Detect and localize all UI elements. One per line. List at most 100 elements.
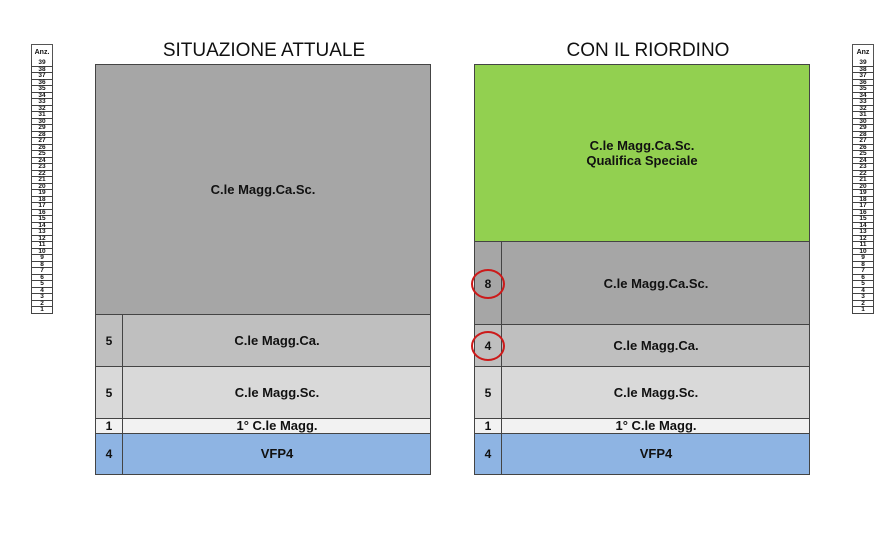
right-scale-cell: 27 — [852, 137, 874, 145]
left-scale-cell: 16 — [31, 209, 53, 216]
left-first-num: 1 — [105, 419, 113, 433]
right-casc-highlight-circle — [471, 269, 505, 299]
right-scale-cell: 29 — [852, 124, 874, 132]
right-scale-cell: 8 — [852, 261, 874, 268]
left-scale-cell: 22 — [31, 170, 53, 177]
right-scale-cell: 6 — [852, 274, 874, 281]
right-scale-cell: 25 — [852, 150, 874, 158]
left-scale-cell: 5 — [31, 280, 53, 288]
right-scale-cell: 15 — [852, 215, 874, 223]
left-scale-cell: 20 — [31, 183, 53, 190]
left-sc-label: C.le Magg.Sc. — [234, 385, 320, 400]
right-scale-cell: 28 — [852, 131, 874, 138]
left-scale-cell: 15 — [31, 215, 53, 223]
right-scale-cell: 11 — [852, 241, 874, 249]
left-ca-label: C.le Magg.Ca. — [234, 333, 320, 348]
left-scale-cell: 30 — [31, 118, 53, 125]
left-scale-cell: 27 — [31, 137, 53, 145]
left-scale-cell: 26 — [31, 144, 53, 151]
left-ca-num: 5 — [105, 334, 113, 348]
right-scale-cell: 18 — [852, 196, 874, 203]
right-scale-cell: 24 — [852, 157, 874, 164]
left-scale-cell: 2 — [31, 300, 53, 307]
right-scale-cell: 4 — [852, 287, 874, 294]
right-vfp-label: VFP4 — [639, 446, 673, 461]
right-scale-cell: 7 — [852, 267, 874, 275]
right-sc-block — [474, 366, 810, 419]
right-first-label: 1° C.le Magg. — [615, 418, 697, 433]
right-scale-header: Anz — [852, 44, 874, 60]
left-scale-cell: 1 — [31, 306, 53, 314]
left-scale-cell: 9 — [31, 254, 53, 262]
left-sc-num: 5 — [105, 386, 113, 400]
right-scale-cell: 5 — [852, 280, 874, 288]
left-ca-divider — [95, 314, 123, 367]
left-scale-cell: 10 — [31, 248, 53, 255]
right-qualifica-line2: Qualifica Speciale — [586, 153, 698, 168]
right-scale-cell: 22 — [852, 170, 874, 177]
left-scale-cell: 31 — [31, 111, 53, 119]
left-scale-cell: 13 — [31, 228, 53, 236]
right-title: CON IL RIORDINO — [566, 40, 730, 61]
left-scale-cell: 33 — [31, 98, 53, 106]
right-scale-cell: 32 — [852, 105, 874, 112]
left-scale-cell: 37 — [31, 72, 53, 80]
left-scale-cell: 6 — [31, 274, 53, 281]
right-scale-cell: 20 — [852, 183, 874, 190]
right-sc-label: C.le Magg.Sc. — [613, 385, 699, 400]
left-vfp-num: 4 — [105, 447, 113, 461]
left-casc-label: C.le Magg.Ca.Sc. — [210, 182, 316, 197]
right-scale-cell: 9 — [852, 254, 874, 262]
right-scale-cell: 30 — [852, 118, 874, 125]
right-scale-cell: 38 — [852, 66, 874, 73]
right-scale-cell: 23 — [852, 163, 874, 171]
left-scale-cell: 29 — [31, 124, 53, 132]
right-ca-highlight-circle — [471, 331, 505, 361]
right-scale-cell: 34 — [852, 92, 874, 99]
right-vfp-divider — [474, 433, 502, 475]
left-scale-cell: 18 — [31, 196, 53, 203]
left-scale-cell: 35 — [31, 85, 53, 93]
right-scale-cell: 13 — [852, 228, 874, 236]
right-scale-cell: 19 — [852, 189, 874, 197]
left-scale-cell: 3 — [31, 293, 53, 301]
right-scale-cell: 33 — [852, 98, 874, 106]
right-scale-cell: 36 — [852, 79, 874, 86]
right-scale-cell: 12 — [852, 235, 874, 242]
left-scale-cell: 4 — [31, 287, 53, 294]
left-vfp-block — [95, 433, 431, 475]
right-scale-cell: 39 — [852, 59, 874, 67]
right-scale-cell: 10 — [852, 248, 874, 255]
left-scale-cell: 25 — [31, 150, 53, 158]
left-scale-cell: 38 — [31, 66, 53, 73]
right-scale-cell: 26 — [852, 144, 874, 151]
left-vfp-label: VFP4 — [260, 446, 294, 461]
right-scale-cell: 31 — [852, 111, 874, 119]
right-scale-cell: 37 — [852, 72, 874, 80]
right-scale-cell: 35 — [852, 85, 874, 93]
left-casc-block — [95, 64, 431, 315]
left-scale-cell: 23 — [31, 163, 53, 171]
left-scale-cell: 24 — [31, 157, 53, 164]
left-title: SITUAZIONE ATTUALE — [162, 40, 366, 61]
right-scale-cell: 1 — [852, 306, 874, 314]
left-first-label: 1° C.le Magg. — [236, 418, 318, 433]
left-scale-cell: 14 — [31, 222, 53, 229]
right-qualifica-block — [474, 64, 810, 242]
right-scale-cell: 17 — [852, 202, 874, 210]
right-vfp-block — [474, 433, 810, 475]
left-scale-cell: 17 — [31, 202, 53, 210]
left-scale-cell: 21 — [31, 176, 53, 184]
left-scale-cell: 8 — [31, 261, 53, 268]
left-scale-cell: 32 — [31, 105, 53, 112]
left-scale-cell: 34 — [31, 92, 53, 99]
right-casc-label: C.le Magg.Ca.Sc. — [603, 276, 709, 291]
left-vfp-divider — [95, 433, 123, 475]
left-scale-cell: 11 — [31, 241, 53, 249]
left-scale-cell: 7 — [31, 267, 53, 275]
right-sc-num: 5 — [484, 386, 492, 400]
left-scale-cell: 39 — [31, 59, 53, 67]
left-scale-cell: 36 — [31, 79, 53, 86]
